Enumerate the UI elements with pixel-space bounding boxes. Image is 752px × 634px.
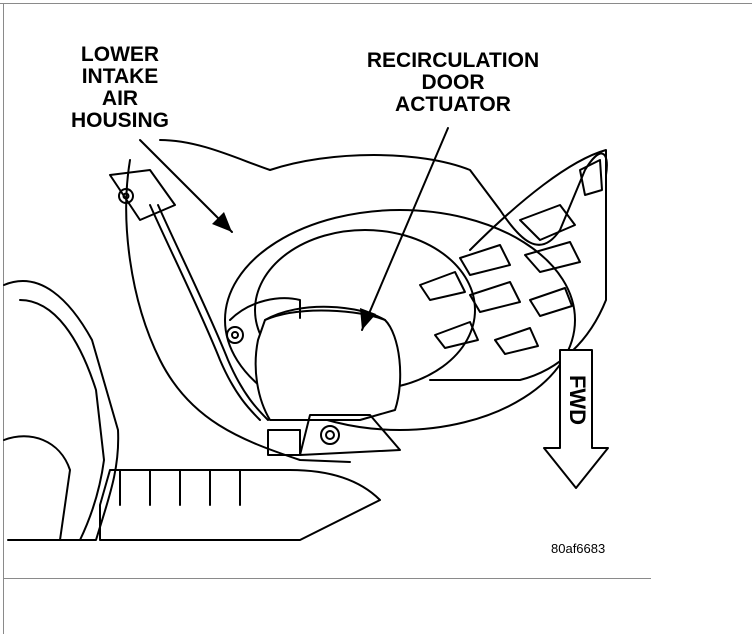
grille-cell-3 — [524, 241, 581, 273]
housing-tray-ribs — [119, 469, 241, 506]
housing-left-wall — [125, 159, 351, 463]
fwd-arrow-shape — [543, 349, 609, 489]
leader-lower-intake-arrowhead — [212, 212, 232, 232]
grille-cell-5 — [469, 281, 521, 313]
grille-cell-8 — [494, 327, 539, 355]
grille-cell-7 — [434, 321, 479, 349]
duct-lower-edge — [3, 435, 71, 541]
callout-line: HOUSING — [70, 109, 169, 132]
actuator-lower-bolt — [320, 425, 340, 445]
left-duct-inner — [19, 299, 105, 541]
grille-cell-4 — [419, 271, 466, 301]
actuator-top-face — [264, 305, 386, 321]
actuator-body — [254, 309, 402, 421]
callout-line: INTAKE — [81, 65, 159, 88]
upper-bracket — [109, 169, 176, 221]
housing-bottom-tray — [99, 469, 381, 541]
actuator-mount — [229, 297, 301, 321]
callout-line: DOOR — [421, 71, 485, 94]
fwd-label: FWD — [565, 375, 590, 425]
grille-cell-9 — [579, 159, 603, 196]
callout-lower-intake-air-housing: LOWER INTAKE AIR HOUSING — [50, 44, 190, 132]
connector-plug — [267, 429, 301, 456]
frame-top-rule — [0, 3, 752, 4]
leader-recirc-arrowhead — [360, 308, 376, 330]
grille-cell-1 — [519, 204, 576, 241]
callout-line: LOWER — [80, 43, 160, 66]
upper-bracket-bolt — [118, 188, 134, 204]
figure-id: 80af6683 — [551, 541, 606, 556]
actuator-bracket — [299, 414, 401, 456]
callout-line: ACTUATOR — [395, 93, 511, 116]
grille-cell-2 — [459, 244, 511, 276]
grille-cell-6 — [529, 287, 573, 317]
wire-harness — [149, 204, 261, 421]
callout-recirculation-door-actuator: RECIRCULATION DOOR ACTUATOR — [340, 50, 566, 116]
callout-line: RECIRCULATION — [366, 49, 540, 72]
blower-wheel-rim — [224, 209, 576, 431]
frame-bottom-rule — [3, 578, 651, 579]
callout-line: AIR — [101, 87, 139, 110]
leader-lower-intake — [139, 139, 233, 233]
frame-left-rule — [3, 3, 4, 634]
left-duct-outline — [3, 280, 120, 541]
actuator-mount-bolt — [226, 326, 244, 344]
grille-outline — [429, 149, 607, 381]
leader-recirc — [361, 127, 449, 331]
